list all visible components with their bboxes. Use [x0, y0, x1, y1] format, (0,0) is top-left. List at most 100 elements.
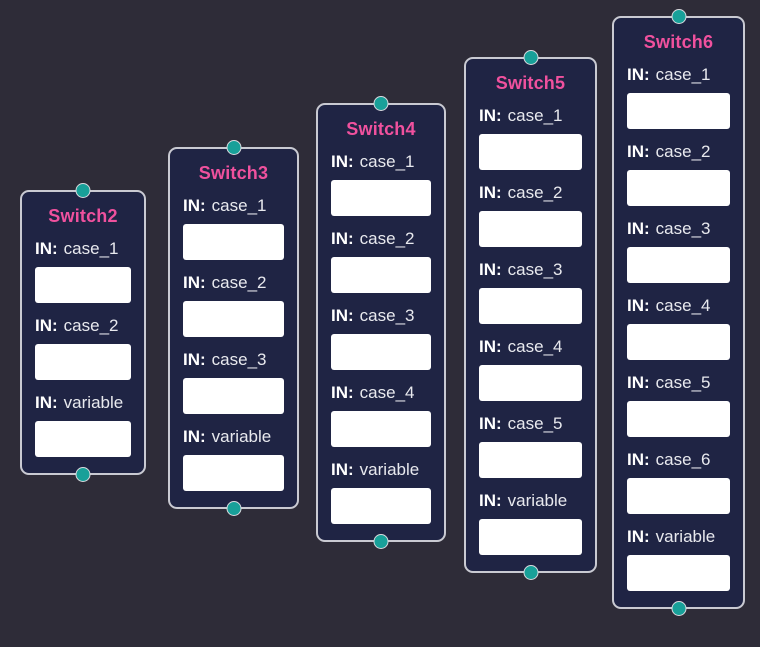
input-port-top[interactable] — [523, 50, 538, 65]
input-label-prefix: IN: — [331, 383, 354, 402]
input-label: IN:case_5 — [479, 413, 582, 435]
input-label-prefix: IN: — [331, 152, 354, 171]
input-field-variable[interactable] — [183, 455, 284, 491]
input-field-case_3[interactable] — [183, 378, 284, 414]
input-field-case_2[interactable] — [479, 211, 582, 247]
input-row: IN:case_2 — [331, 228, 431, 293]
input-field-variable[interactable] — [479, 519, 582, 555]
input-label-name: variable — [211, 427, 272, 446]
input-field-case_4[interactable] — [479, 365, 582, 401]
input-field-case_4[interactable] — [331, 411, 431, 447]
input-label: IN:case_2 — [331, 228, 431, 250]
input-label: IN:case_3 — [479, 259, 582, 281]
input-label: IN:case_6 — [627, 449, 730, 471]
node-body: IN:case_1 IN:case_2 IN:case_3 IN:case_4 … — [479, 105, 582, 555]
input-row: IN:variable — [627, 526, 730, 591]
input-label-name: variable — [63, 393, 124, 412]
node-body: IN: case_1 IN:case_2 IN:case_3 IN: variabl… — [183, 195, 284, 491]
node-switch3[interactable]: Switch3 IN:case_1 IN:case_2 IN:case_3 IN… — [168, 140, 299, 516]
input-label: IN:case_1 — [331, 151, 431, 173]
input-label-prefix: IN: — [627, 65, 650, 84]
input-field-case_1[interactable] — [331, 180, 431, 216]
input-label: IN: case_2 — [627, 141, 730, 163]
input-row: IN: variable — [35, 392, 131, 457]
input-label-prefix: IN: — [479, 491, 502, 510]
input-label: IN: case_4 — [627, 295, 730, 317]
input-row: IN:case_3 — [479, 259, 582, 324]
input-label-name: case_1 — [507, 106, 563, 125]
input-field-case_6[interactable] — [627, 478, 730, 514]
input-row: IN: case_4 — [331, 382, 431, 447]
input-label-prefix: IN: — [627, 296, 650, 315]
node-body: IN:case_1 IN:case_2 IN:case_3 IN:case_4 … — [331, 151, 431, 524]
node-switch4[interactable]: Switch4 IN:case_1 IN:case_2 IN:case_3 IN… — [316, 96, 446, 549]
input-label-name: case_3 — [655, 219, 711, 238]
input-field-variable[interactable] — [627, 555, 730, 591]
input-row: IN:case_3 — [331, 305, 431, 370]
input-label-name: case_1 — [211, 196, 267, 215]
input-label-prefix: IN: — [35, 393, 58, 412]
input-field-case_3[interactable] — [479, 288, 582, 324]
input-label-name: case_2 — [359, 229, 415, 248]
input-field-case_1[interactable] — [35, 267, 131, 303]
input-label: IN:case_2 — [479, 182, 582, 204]
node-title: Switch2 — [48, 206, 118, 226]
input-field-case_3[interactable] — [331, 334, 431, 370]
input-label-name: case_5 — [655, 373, 711, 392]
input-field-variable[interactable] — [35, 421, 131, 457]
input-label: IN:case_3 — [331, 305, 431, 327]
output-port-bottom[interactable] — [671, 601, 686, 616]
input-label-name: case_2 — [655, 142, 711, 161]
node-switch5[interactable]: Switch5 IN: case_1 IN:case_2 IN:case_3 IN… — [464, 50, 597, 580]
input-label-prefix: IN: — [627, 219, 650, 238]
input-label-prefix: IN: — [183, 427, 206, 446]
node-title: Switch6 — [643, 32, 714, 52]
input-field-case_1[interactable] — [627, 93, 730, 129]
input-field-variable[interactable] — [331, 488, 431, 524]
input-row: IN:variable — [331, 459, 431, 524]
input-port-top[interactable] — [75, 183, 91, 198]
input-label: IN:case_3 — [183, 349, 284, 371]
output-port-bottom[interactable] — [523, 565, 538, 580]
input-label: IN:case_2 — [183, 272, 284, 294]
input-port-top[interactable] — [671, 9, 686, 24]
input-label-name: case_4 — [655, 296, 711, 315]
input-field-case_2[interactable] — [183, 301, 284, 337]
input-label-prefix: IN: — [627, 142, 650, 161]
input-label-name: case_5 — [507, 414, 563, 433]
output-port-bottom[interactable] — [75, 467, 91, 482]
input-field-case_3[interactable] — [627, 247, 730, 283]
input-field-case_5[interactable] — [627, 401, 730, 437]
output-port-bottom[interactable] — [226, 501, 241, 516]
input-row: IN:case_1 — [35, 238, 131, 303]
input-row: IN:case_2 — [35, 315, 131, 380]
input-row: IN: variable — [183, 426, 284, 491]
input-field-case_2[interactable] — [331, 257, 431, 293]
node-title: Switch5 — [495, 73, 566, 93]
input-label-prefix: IN: — [627, 450, 650, 469]
input-field-case_1[interactable] — [183, 224, 284, 260]
input-label-name: case_4 — [359, 383, 415, 402]
input-label: IN:variable — [627, 526, 730, 548]
node-switch2[interactable]: Switch2 IN:case_1 IN:case_2 IN: variable — [20, 183, 146, 482]
node-title: Switch4 — [346, 119, 416, 139]
input-field-case_1[interactable] — [479, 134, 582, 170]
node-body: IN:case_1 IN:case_2 IN: variable — [35, 238, 131, 457]
input-row: IN: case_3 — [627, 218, 730, 283]
node-switch6[interactable]: Switch6 IN:case_1 IN:case_2 IN:case_3 IN… — [612, 9, 745, 616]
input-label-name: variable — [359, 460, 420, 479]
input-field-case_5[interactable] — [479, 442, 582, 478]
input-field-case_2[interactable] — [35, 344, 131, 380]
input-label: IN:case_4 — [479, 336, 582, 358]
input-row: IN:case_1 — [331, 151, 431, 216]
input-label: IN:case_1 — [35, 238, 131, 260]
input-label-prefix: IN: — [627, 527, 650, 546]
input-row: IN:case_4 — [479, 336, 582, 401]
input-field-case_4[interactable] — [627, 324, 730, 360]
input-label-name: case_2 — [63, 316, 119, 335]
input-field-case_2[interactable] — [627, 170, 730, 206]
input-port-top[interactable] — [373, 96, 389, 111]
input-label-name: case_4 — [507, 337, 563, 356]
output-port-bottom[interactable] — [373, 534, 389, 549]
input-port-top[interactable] — [226, 140, 241, 155]
